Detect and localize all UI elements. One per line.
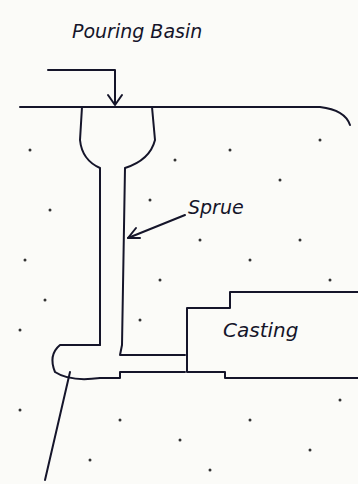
part-label: Sprue xyxy=(188,196,244,218)
pouring-basin-left xyxy=(80,107,100,345)
leader-line xyxy=(48,70,115,103)
leader-line xyxy=(45,372,70,480)
casting-cavity: Casting xyxy=(185,290,358,380)
arrow-head xyxy=(128,228,140,238)
sprue-well-runner xyxy=(52,345,185,379)
part-label: Pouring Basin xyxy=(72,20,202,42)
pouring-basin-right xyxy=(120,107,185,355)
casting-label: Casting xyxy=(223,318,298,342)
sand-dots xyxy=(19,139,342,472)
leader-line xyxy=(128,215,185,238)
mould-top-line xyxy=(20,107,350,125)
arrow-head xyxy=(108,95,122,105)
